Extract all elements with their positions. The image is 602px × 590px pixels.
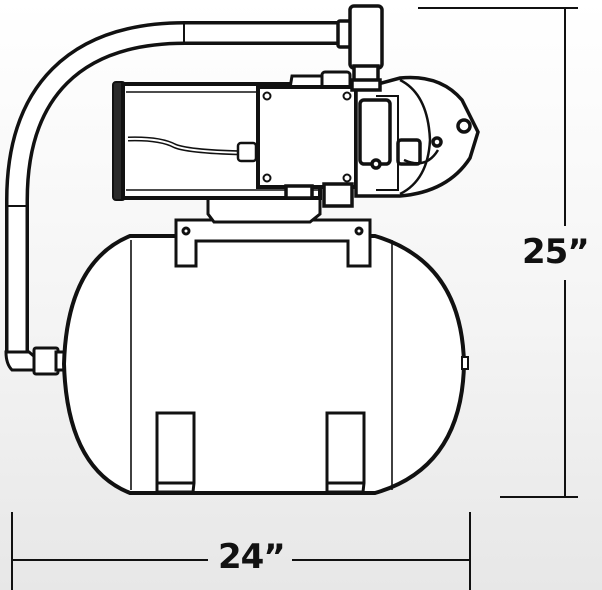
pressure-tank bbox=[61, 234, 469, 495]
box-screw bbox=[262, 173, 272, 183]
priming-plug bbox=[396, 138, 422, 166]
width-dimension bbox=[11, 512, 471, 590]
pump-head bbox=[284, 75, 480, 208]
tank-valve bbox=[461, 356, 469, 370]
height-dimension-label: 25” bbox=[522, 232, 590, 272]
discharge-pipe bbox=[5, 21, 340, 355]
box-screw bbox=[342, 173, 352, 183]
tank-foot-right bbox=[325, 411, 366, 494]
box-screw bbox=[342, 91, 352, 101]
tee-body bbox=[348, 4, 384, 70]
tank-foot-left bbox=[155, 411, 196, 494]
volute-bolt bbox=[370, 158, 382, 170]
cord-strain-relief bbox=[236, 141, 258, 163]
tee-fitting bbox=[336, 4, 384, 92]
height-dimension bbox=[418, 7, 578, 498]
tank-feet bbox=[155, 411, 366, 494]
volute-bolt bbox=[431, 136, 443, 148]
width-dimension-label: 24” bbox=[218, 537, 286, 577]
drain-fitting bbox=[322, 182, 354, 208]
box-screw bbox=[262, 91, 272, 101]
tank-inlet-elbow bbox=[4, 346, 70, 376]
bracket-bolt bbox=[181, 226, 191, 236]
inlet-plug bbox=[456, 118, 472, 134]
lower-fitting bbox=[284, 184, 314, 200]
bracket-bolt bbox=[354, 226, 364, 236]
junction-box bbox=[256, 85, 358, 189]
tee-collar bbox=[350, 78, 382, 92]
mounting-bracket bbox=[174, 218, 372, 268]
volute-window bbox=[358, 98, 392, 166]
